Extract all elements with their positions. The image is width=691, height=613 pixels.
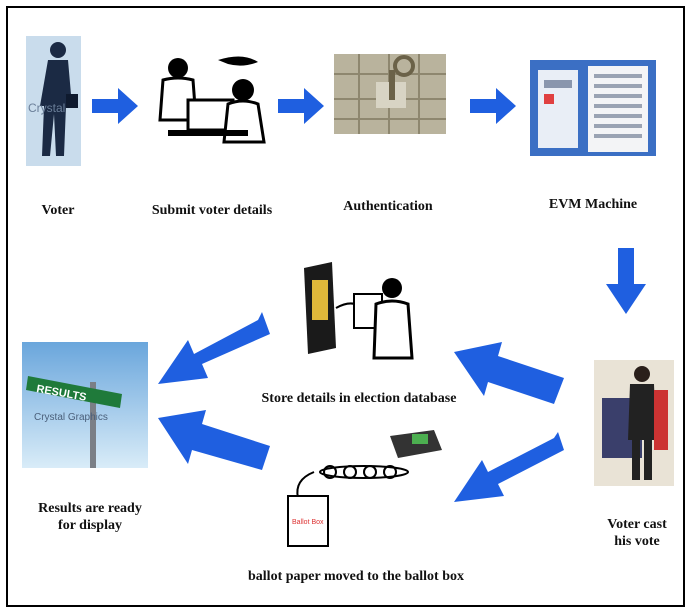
svg-text:Crystal Graphics: Crystal Graphics [34, 412, 108, 423]
ballot-paper-image: Ballot Box [274, 420, 450, 554]
arrow-voter-to-submit [92, 88, 138, 124]
diagram-frame: Crystal Voter Submit voter details Authe… [6, 6, 685, 607]
arrow-submit-to-auth [278, 88, 324, 124]
arrow-cast-to-store [454, 342, 564, 404]
results-image: RESULTS Crystal Graphics [22, 342, 148, 468]
arrow-auth-to-evm [470, 88, 516, 124]
arrow-ballot-to-results [158, 410, 270, 470]
authentication-label: Authentication [343, 199, 433, 214]
svg-text:Crystal: Crystal [28, 101, 65, 115]
authentication-image [334, 54, 446, 134]
voter-cast-label: Voter cast his vote [592, 516, 682, 550]
evm-label: EVM Machine [548, 197, 638, 212]
arrow-evm-to-cast [606, 248, 646, 314]
voter-cast-line2: his vote [614, 534, 660, 549]
voter-cast-image [594, 360, 674, 486]
store-details-image [294, 258, 418, 374]
store-details-label: Store details in election database [261, 391, 457, 406]
submit-details-label: Submit voter details [151, 203, 273, 218]
svg-text:Ballot Box: Ballot Box [292, 519, 324, 526]
arrow-cast-to-ballot [454, 432, 564, 502]
evm-image [530, 60, 656, 156]
results-label: Results are ready for display [20, 500, 160, 534]
voter-cast-line1: Voter cast [607, 517, 667, 532]
results-line2: for display [58, 518, 122, 533]
voter-label: Voter [41, 203, 75, 218]
arrow-store-to-results [158, 312, 270, 384]
ballot-paper-label: ballot paper moved to the ballot box [248, 569, 464, 584]
submit-details-image [148, 50, 273, 150]
voter-image: Crystal [26, 36, 81, 166]
results-line1: Results are ready [38, 501, 142, 516]
